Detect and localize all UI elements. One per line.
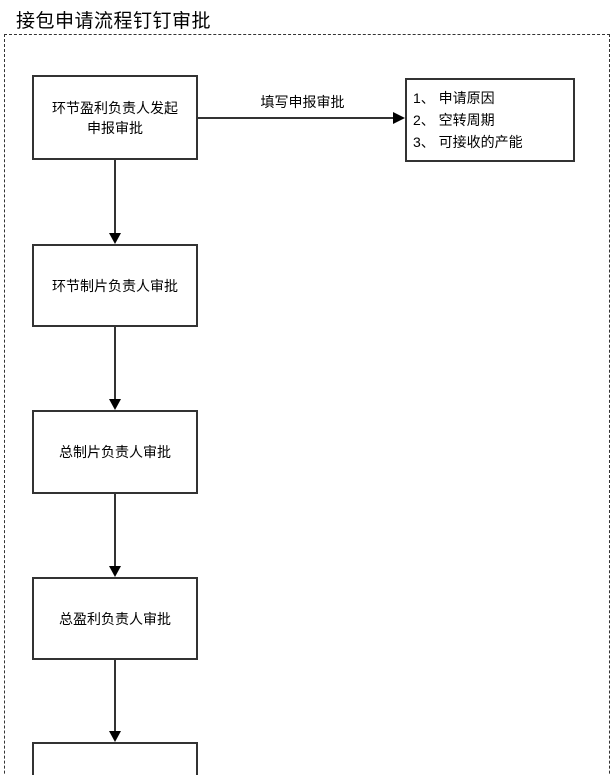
arrowhead-down-2	[108, 399, 121, 410]
flow-box-step3-label: 总制片负责人审批	[59, 444, 171, 460]
flow-box-step2: 环节制片负责人审批	[32, 244, 198, 327]
diagram-title: 接包申请流程钉钉审批	[16, 11, 212, 32]
connector-step2-to-step3	[114, 327, 116, 401]
arrowhead-down-4	[108, 731, 121, 742]
process-boundary-dashed-frame	[4, 34, 610, 775]
detail-item-2: 2、 空转周期	[413, 112, 495, 128]
flow-box-step2-label: 环节制片负责人审批	[52, 277, 178, 294]
detail-item-1: 1、 申请原因	[413, 90, 495, 106]
arrowhead-down-1	[108, 233, 121, 244]
flow-box-step3: 总制片负责人审批	[32, 410, 198, 494]
detail-box: 1、 申请原因 2、 空转周期 3、 可接收的产能	[405, 78, 575, 162]
flow-box-start: 环节盈利负责人发起 申报审批	[32, 75, 198, 160]
connector-start-to-detail	[198, 117, 393, 119]
arrowhead-down-3	[108, 566, 121, 577]
flow-box-step4: 总盈利负责人审批	[32, 577, 198, 660]
connector-step3-to-step4	[114, 494, 116, 568]
connector-label: 填写申报审批	[235, 92, 370, 112]
flow-box-start-label-line2: 申报审批	[87, 119, 143, 136]
connector-start-to-step2	[114, 160, 116, 235]
arrowhead-right	[393, 111, 405, 124]
flow-box-start-label-line1: 环节盈利负责人发起	[52, 99, 178, 116]
flow-box-step4-label: 总盈利负责人审批	[59, 610, 171, 627]
detail-item-3: 3、 可接收的产能	[413, 134, 523, 150]
connector-step4-to-step5	[114, 660, 116, 733]
flow-box-step5	[32, 742, 198, 775]
